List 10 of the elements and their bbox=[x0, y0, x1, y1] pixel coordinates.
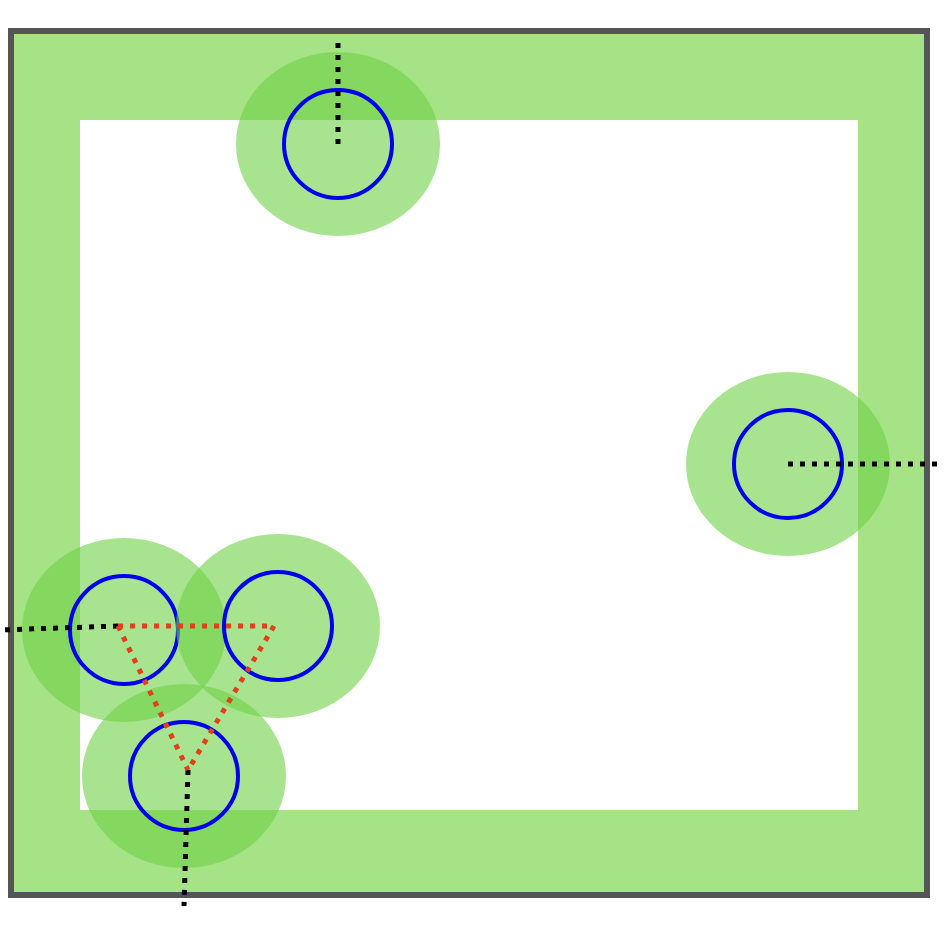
dotted-line bbox=[0, 623, 119, 633]
circle-zone bbox=[686, 372, 890, 556]
dotted-line bbox=[115, 624, 191, 772]
dotted-line bbox=[335, 40, 341, 144]
circle-zone bbox=[236, 52, 440, 236]
dotted-line bbox=[788, 461, 940, 467]
circle-zone bbox=[82, 684, 286, 868]
dotted-line bbox=[181, 769, 191, 907]
circle-zone bbox=[176, 534, 380, 718]
frame bbox=[8, 28, 930, 898]
